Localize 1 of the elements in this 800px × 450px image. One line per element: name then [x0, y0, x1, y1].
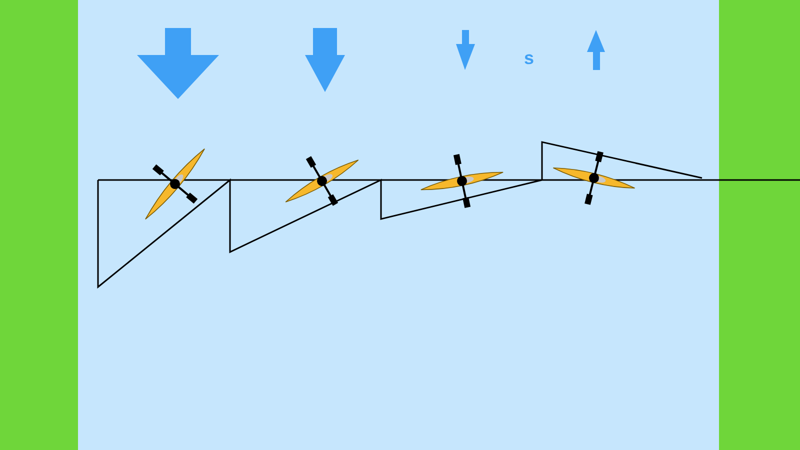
speed-label: s [524, 49, 534, 67]
